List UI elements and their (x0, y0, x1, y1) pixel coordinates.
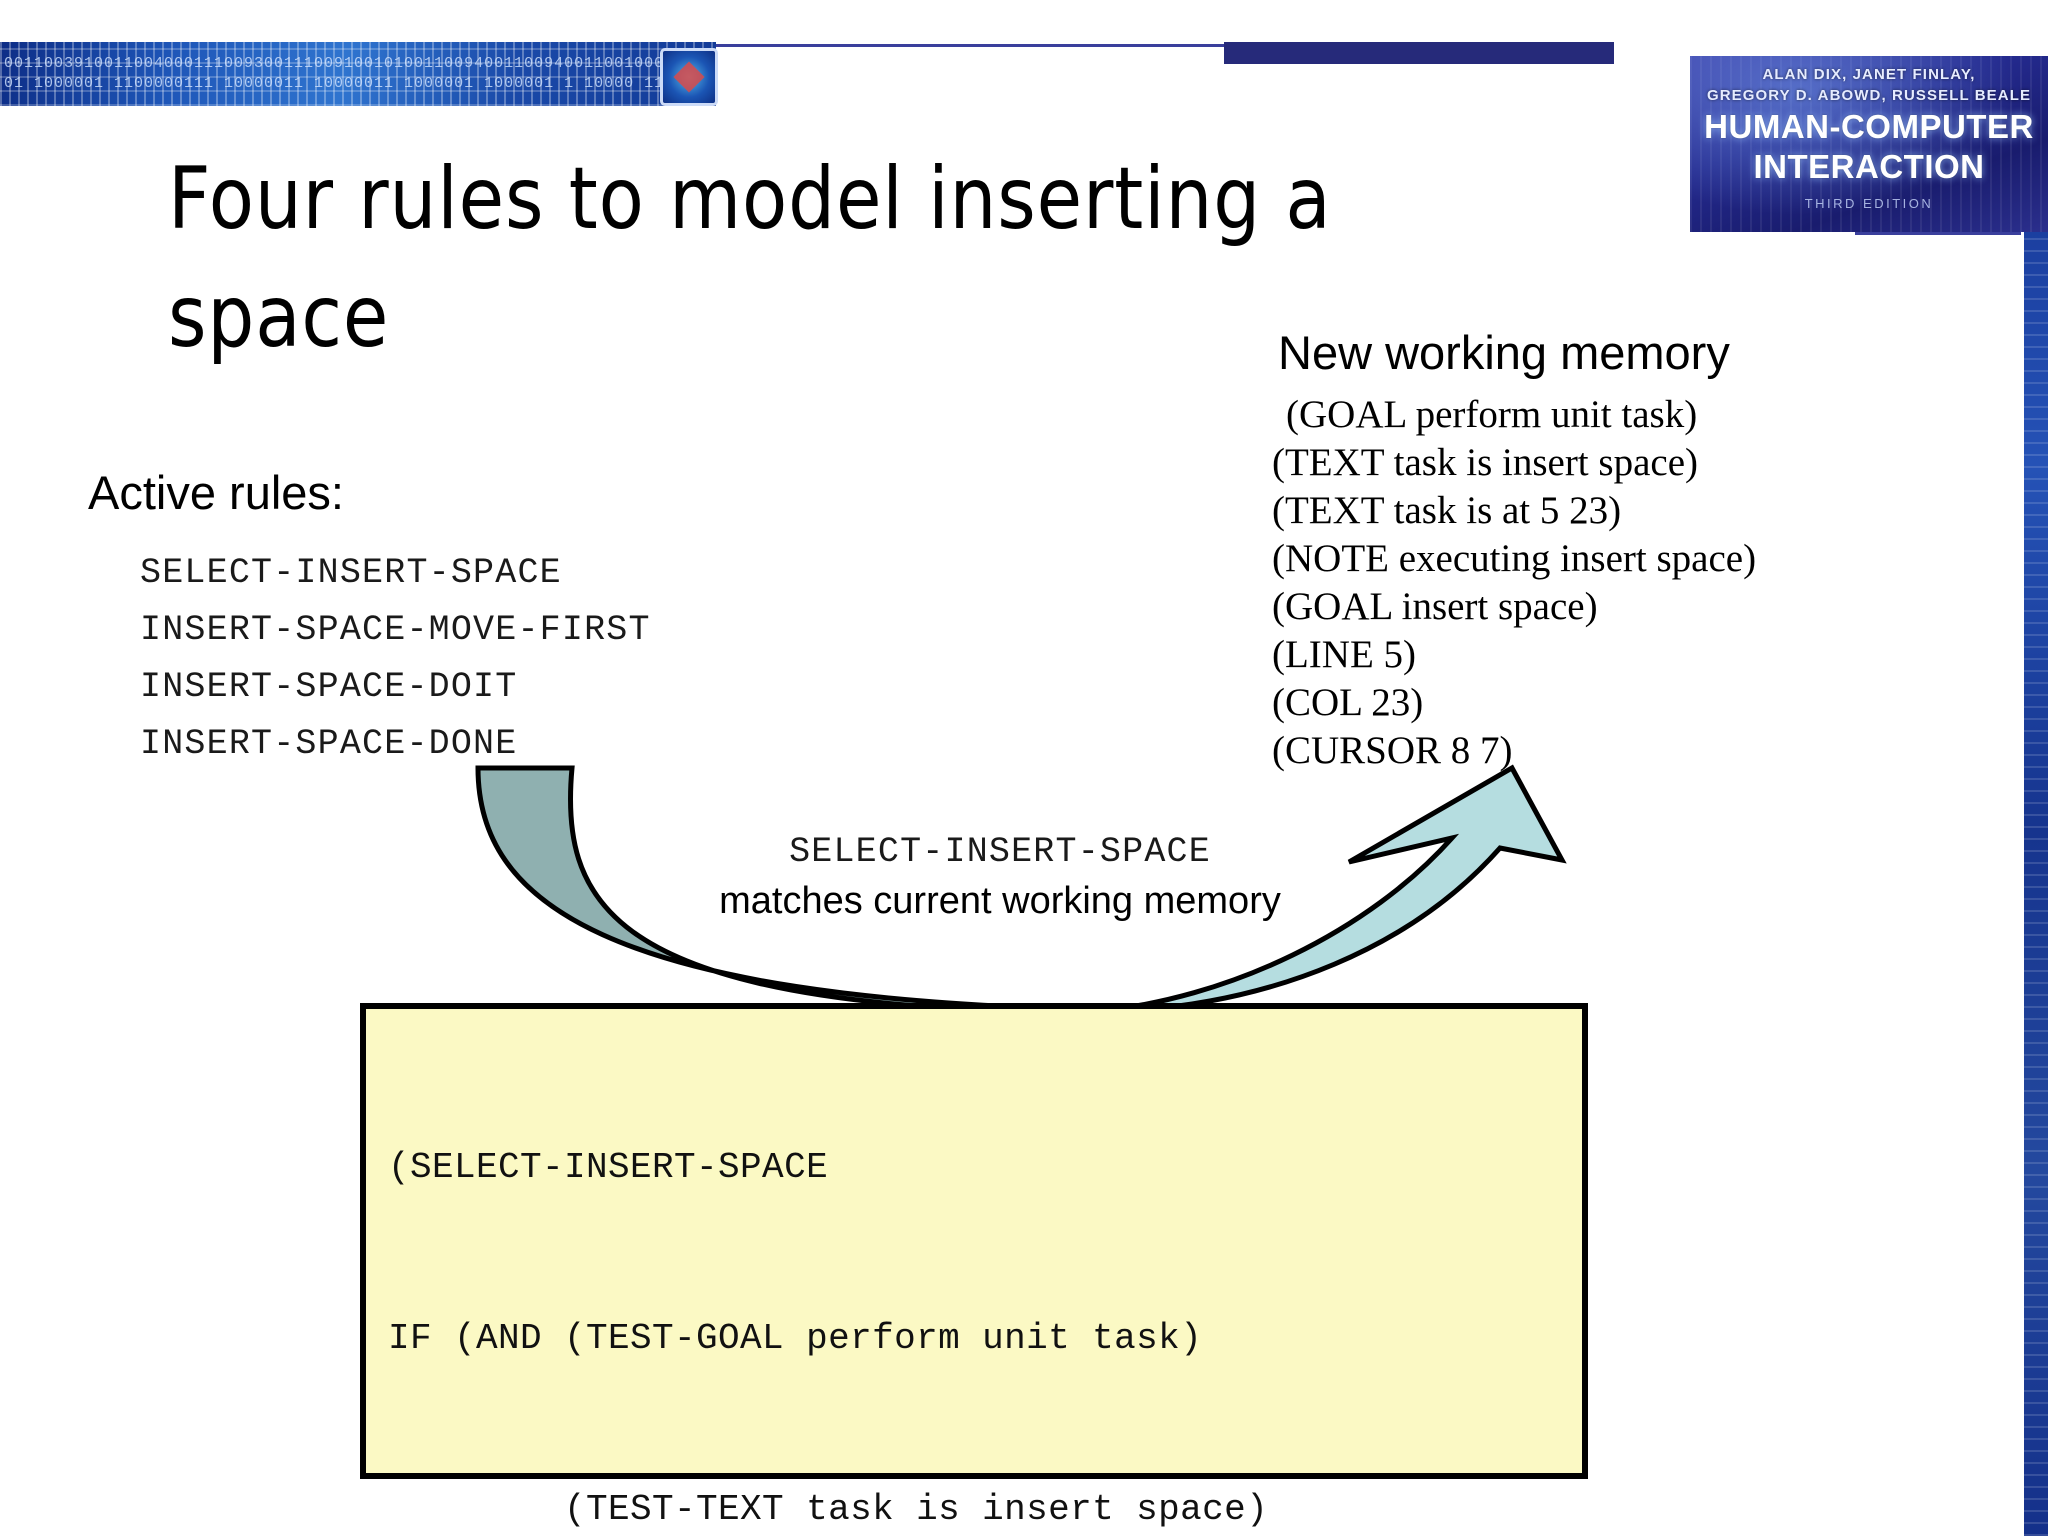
binary-banner-decoration: 0011003910011004000111009300111009100101… (0, 42, 716, 106)
book-edition-label: THIRD EDITION (1804, 196, 1934, 211)
list-item: (TEXT task is at 5 23) (1272, 489, 1622, 532)
list-item: (TEXT task is insert space) (1272, 441, 1698, 484)
list-item: SELECT-INSERT-SPACE (140, 553, 562, 593)
book-authors-line-2: GREGORY D. ABOWD, RUSSELL BEALE (1706, 87, 2032, 104)
list-item: (GOAL insert space) (1272, 585, 1598, 628)
book-authors: ALAN DIX, JANET FINLAY, GREGORY D. ABOWD… (1690, 64, 2048, 106)
list-item: (NOTE executing insert space) (1272, 537, 1757, 580)
list-item: (CURSOR 8 7) (1272, 729, 1513, 772)
banner-bits-line-1: 0011003910011004000111009300111009100101… (4, 55, 694, 72)
book-title-line-2: INTERACTION (1753, 148, 1985, 185)
code-line: (SELECT-INSERT-SPACE (388, 1147, 829, 1188)
active-rules-heading: Active rules: (88, 466, 344, 519)
right-edge-decoration (2024, 232, 2048, 1536)
book-authors-line-1: ALAN DIX, JANET FINLAY, (1762, 66, 1976, 83)
code-line: (TEST-TEXT task is insert space) (388, 1489, 1269, 1530)
book-title-line-1: HUMAN-COMPUTER (1704, 108, 2034, 145)
working-memory-list: (GOAL perform unit task) (TEXT task is i… (1272, 391, 1756, 775)
code-line: IF (AND (TEST-GOAL perform unit task) (388, 1318, 1203, 1359)
rule-code-lines: (SELECT-INSERT-SPACE IF (AND (TEST-GOAL … (388, 1025, 1466, 1536)
list-item: INSERT-SPACE-DONE (140, 724, 518, 764)
annotation-rule-name: SELECT-INSERT-SPACE (789, 832, 1211, 872)
list-item: (COL 23) (1272, 681, 1424, 724)
banner-bits-line-2: 01 1000001 1100000111 10000011 10000011 … (4, 75, 694, 92)
page-title: Four rules to model inserting a space (168, 149, 1332, 367)
list-item: (LINE 5) (1272, 633, 1417, 676)
corner-rule (1855, 232, 2025, 235)
book-cover-logo: ALAN DIX, JANET FINLAY, GREGORY D. ABOWD… (1690, 56, 2048, 232)
annotation-description: matches current working memory (719, 880, 1281, 922)
banner-badge-icon (660, 48, 718, 106)
top-thin-rule (716, 44, 1232, 47)
rule-definition-box: (SELECT-INSERT-SPACE IF (AND (TEST-GOAL … (360, 1003, 1588, 1530)
list-item: INSERT-SPACE-DOIT (140, 667, 518, 707)
top-navy-rule (1224, 42, 1614, 64)
right-white-rule (2021, 232, 2024, 1536)
list-item: (GOAL perform unit task) (1286, 393, 1698, 436)
active-rules-list: SELECT-INSERT-SPACE INSERT-SPACE-MOVE-FI… (140, 545, 651, 773)
working-memory-heading: New working memory (1278, 326, 1730, 379)
list-item: INSERT-SPACE-MOVE-FIRST (140, 610, 651, 650)
